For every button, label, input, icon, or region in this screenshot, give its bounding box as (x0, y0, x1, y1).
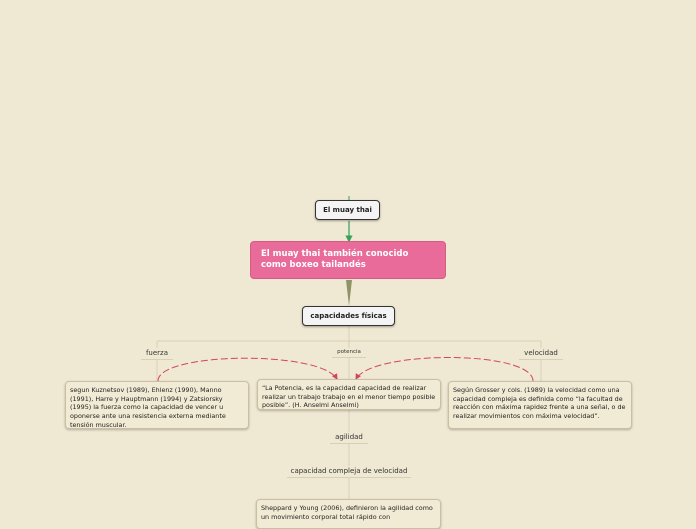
agilidad-card[interactable]: Sheppard y Young (2006), definieron la a… (256, 499, 441, 529)
capacidad-compleja-label[interactable]: capacidad compleja de velocidad (287, 467, 411, 478)
velocidad-card[interactable]: Según Grosser y cols. (1989) la velocida… (448, 381, 632, 429)
velocidad-label[interactable]: velocidad (519, 349, 563, 360)
root-topic[interactable]: El muay thai (315, 200, 380, 220)
central-to-capacidades-branch (346, 280, 352, 306)
fuerza-card[interactable]: segun Kuznetsov (1989), Ehlenz (1990), M… (65, 381, 249, 429)
agilidad-label[interactable]: agilidad (330, 433, 368, 444)
potencia-label[interactable]: potencia (332, 349, 366, 358)
capacidades-fisicas-node[interactable]: capacidades físicas (302, 306, 395, 326)
relation-velocidad-potencia (355, 357, 534, 382)
relation-fuerza-potencia (157, 357, 338, 382)
fuerza-label[interactable]: fuerza (141, 349, 173, 360)
potencia-card[interactable]: “La Potencia, es la capacidad capacidad … (257, 379, 441, 410)
central-topic[interactable]: El muay thai también conocido como boxeo… (250, 241, 446, 279)
